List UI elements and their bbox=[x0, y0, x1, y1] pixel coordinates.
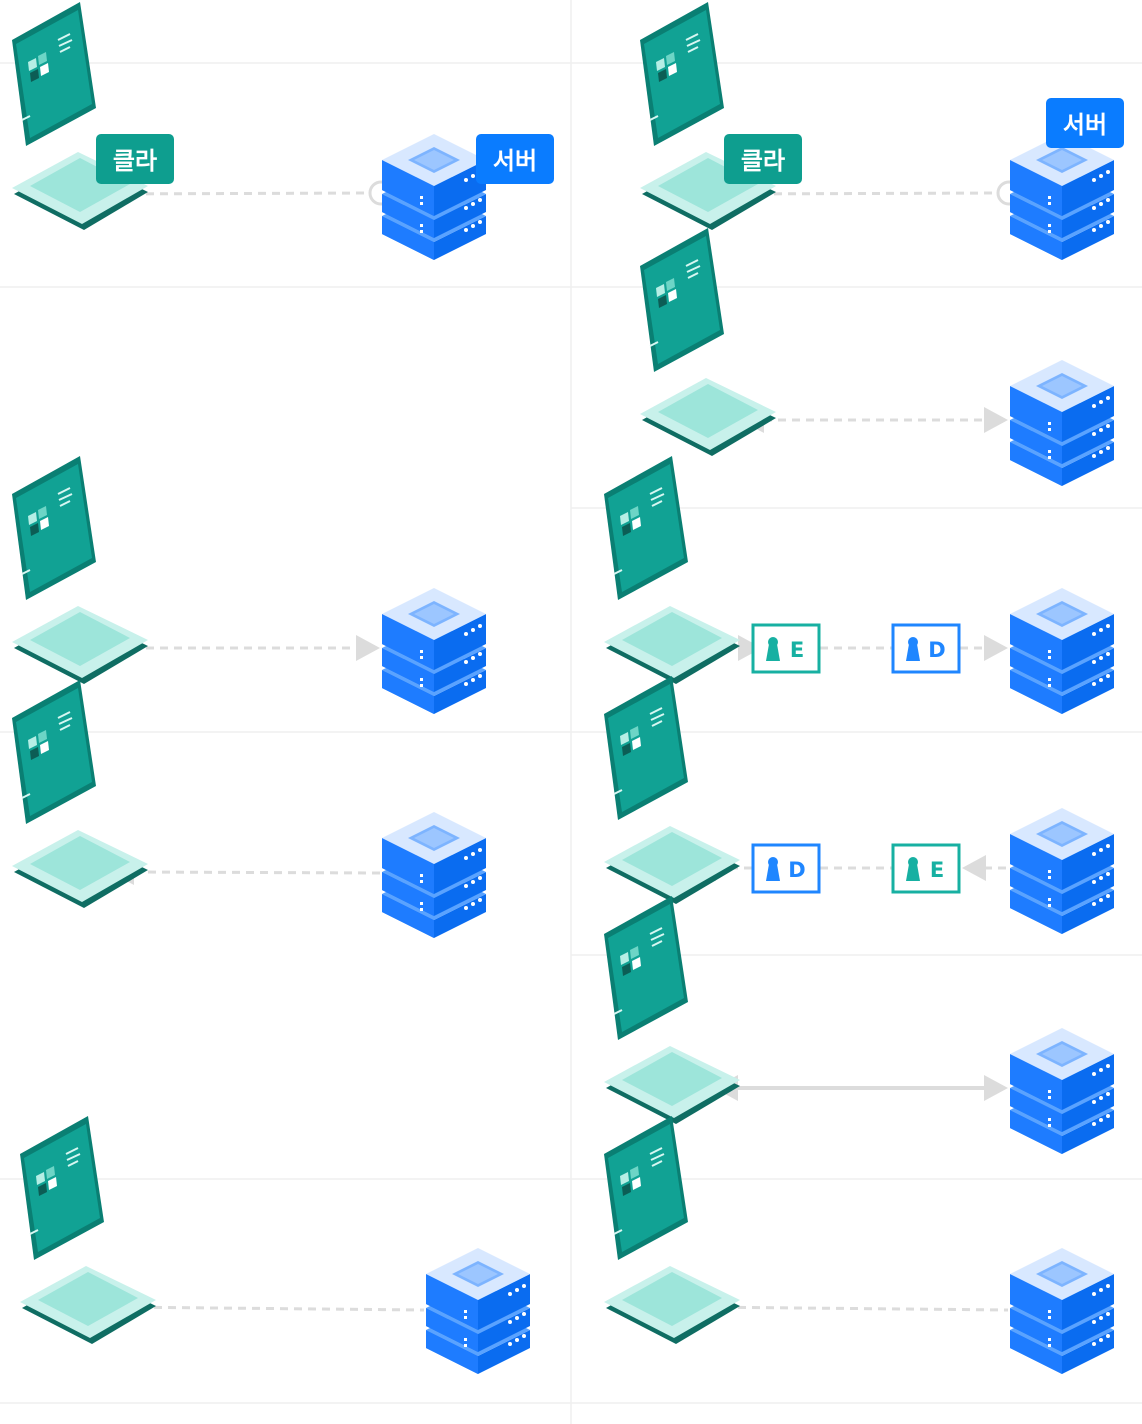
decrypt-key-label: D bbox=[788, 858, 805, 882]
connector-line bbox=[133, 870, 381, 875]
panel-r5 bbox=[603, 895, 1114, 1154]
arrow-right-icon bbox=[984, 1075, 1008, 1101]
server-stack-icon bbox=[1010, 1248, 1114, 1374]
server-stack-icon bbox=[382, 812, 486, 938]
server-stack-icon bbox=[1010, 360, 1114, 486]
laptop-icon bbox=[639, 227, 777, 457]
panel-r4: D E bbox=[603, 675, 1114, 934]
connector-line bbox=[111, 1305, 425, 1312]
server-label: 서버 bbox=[493, 147, 537, 175]
laptop-icon bbox=[603, 895, 741, 1125]
panel-r3: E D bbox=[603, 455, 1114, 714]
laptop-icon bbox=[603, 675, 741, 905]
panel-l3 bbox=[11, 455, 486, 714]
laptop-icon bbox=[11, 679, 149, 909]
arrow-right-icon bbox=[984, 635, 1008, 661]
server-stack-icon bbox=[1010, 588, 1114, 714]
laptop-icon bbox=[603, 1115, 741, 1345]
connector-line bbox=[103, 191, 371, 196]
encrypt-key-label: E bbox=[930, 858, 944, 882]
laptop-icon bbox=[639, 1, 777, 231]
encrypt-key-label: E bbox=[790, 638, 804, 662]
server-stack-icon bbox=[1010, 808, 1114, 934]
encrypt-key-box bbox=[751, 623, 821, 674]
panel-l4 bbox=[11, 679, 486, 938]
arrow-left-icon bbox=[962, 855, 986, 881]
server-stack-icon bbox=[1010, 1028, 1114, 1154]
decrypt-key-box bbox=[891, 623, 961, 674]
panel-l1: 클라 서버 bbox=[11, 1, 554, 260]
panel-r2 bbox=[639, 227, 1114, 486]
arrow-right-icon bbox=[356, 635, 380, 661]
panel-r6 bbox=[603, 1115, 1114, 1374]
panel-r1: 클라 서버 bbox=[639, 1, 1124, 260]
connector-line bbox=[731, 191, 999, 196]
decrypt-key-label: D bbox=[928, 638, 945, 662]
client-label: 클라 bbox=[113, 147, 157, 175]
connector-line bbox=[695, 1305, 1009, 1312]
client-label: 클라 bbox=[741, 147, 785, 175]
server-tag bbox=[1046, 98, 1124, 148]
encrypt-key-box bbox=[891, 843, 961, 894]
client-tag bbox=[724, 134, 802, 184]
laptop-icon bbox=[603, 455, 741, 685]
server-stack-icon bbox=[1010, 134, 1114, 260]
arrow-right-icon bbox=[984, 407, 1008, 433]
client-tag bbox=[96, 134, 174, 184]
laptop-icon bbox=[11, 1, 149, 231]
server-stack-icon bbox=[426, 1248, 530, 1374]
laptop-icon bbox=[11, 455, 149, 685]
server-tag bbox=[476, 134, 554, 184]
panel-l6 bbox=[19, 1115, 530, 1374]
server-stack-icon bbox=[382, 588, 486, 714]
decrypt-key-box bbox=[751, 843, 821, 894]
server-stack-icon bbox=[382, 134, 486, 260]
server-label: 서버 bbox=[1063, 111, 1107, 139]
laptop-icon bbox=[19, 1115, 157, 1345]
